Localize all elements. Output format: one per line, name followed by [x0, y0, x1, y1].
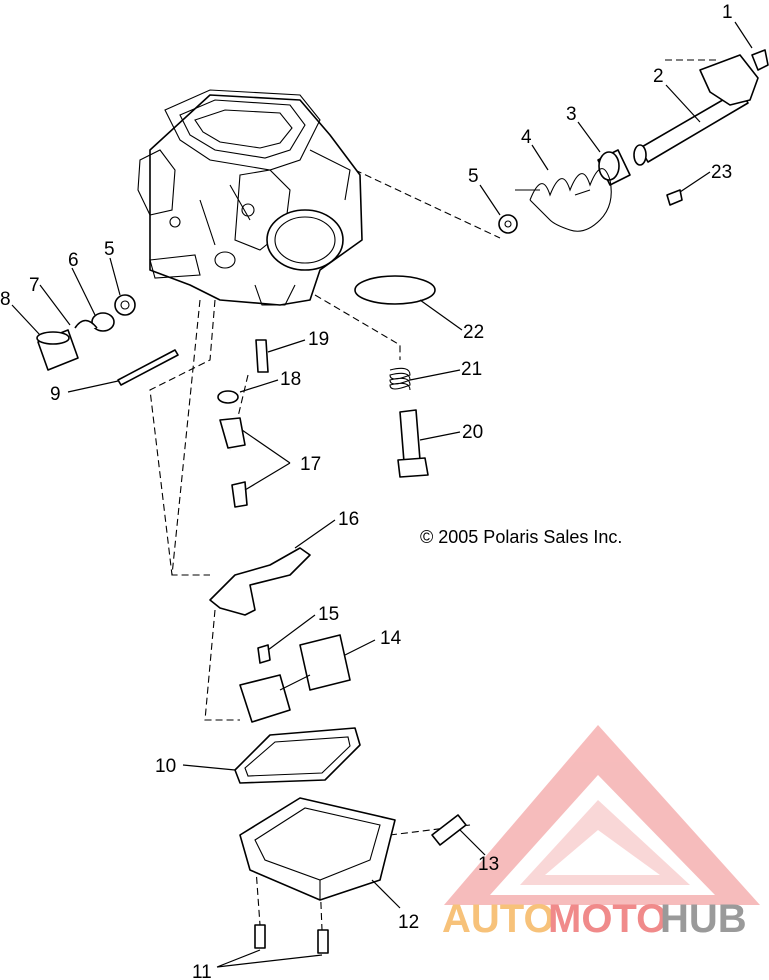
callout-4: 4 [521, 127, 532, 148]
float-14 [239, 634, 351, 723]
watermark-logo [444, 725, 760, 905]
oring-18 [217, 390, 239, 404]
callout-22: 22 [463, 322, 484, 343]
needle-jet-17 [219, 417, 248, 508]
callout-15: 15 [318, 604, 339, 625]
drain-13 [431, 814, 467, 846]
throttle-shaft [633, 49, 769, 166]
watermark-text-hub: HUB [660, 897, 747, 941]
callout-8: 8 [0, 289, 11, 310]
callout-10: 10 [155, 756, 176, 777]
bracket-16 [209, 547, 311, 616]
callout-2: 2 [653, 66, 664, 87]
screw-15 [257, 644, 271, 664]
throttle-plate [354, 275, 436, 305]
carburetor-body [137, 89, 363, 306]
washer-left [114, 294, 136, 316]
callout-9: 9 [50, 384, 61, 405]
jet-19 [255, 339, 269, 373]
callout-17: 17 [300, 454, 321, 475]
pilot-screw-20 [397, 409, 429, 478]
callout-18: 18 [280, 369, 301, 390]
screw-23 [666, 189, 683, 206]
callout-13: 13 [478, 854, 499, 875]
watermark-text-moto: MOTO [548, 897, 667, 941]
callout-12: 12 [398, 912, 419, 933]
callout-1: 1 [722, 2, 733, 23]
callout-16: 16 [338, 509, 359, 530]
washer-upper [498, 214, 518, 234]
leader-lines [11, 21, 753, 968]
callout-21: 21 [461, 359, 482, 380]
seal-6 [91, 312, 115, 332]
callout-11: 11 [192, 962, 212, 980]
callout-5-upper: 5 [468, 166, 479, 187]
callout-14: 14 [380, 628, 402, 649]
callout-7: 7 [29, 275, 40, 296]
clip-7 [74, 319, 98, 329]
screw-11b [317, 929, 329, 954]
watermark-text-auto: AUTO [442, 897, 555, 941]
pin-9 [117, 349, 179, 386]
cap-8 [36, 329, 79, 371]
callout-19: 19 [308, 329, 329, 350]
copyright-notice: © 2005 Polaris Sales Inc. [420, 527, 622, 547]
callout-20: 20 [462, 422, 483, 443]
screw-11a [254, 924, 266, 949]
callout-3: 3 [566, 104, 577, 125]
callout-6: 6 [68, 250, 79, 271]
return-spring [515, 168, 612, 232]
spring-21 [389, 367, 411, 391]
callout-23: 23 [711, 162, 732, 183]
bushing [597, 149, 631, 186]
float-bowl-12 [239, 797, 396, 901]
gasket-10 [234, 727, 361, 784]
callout-5-left: 5 [104, 239, 115, 260]
